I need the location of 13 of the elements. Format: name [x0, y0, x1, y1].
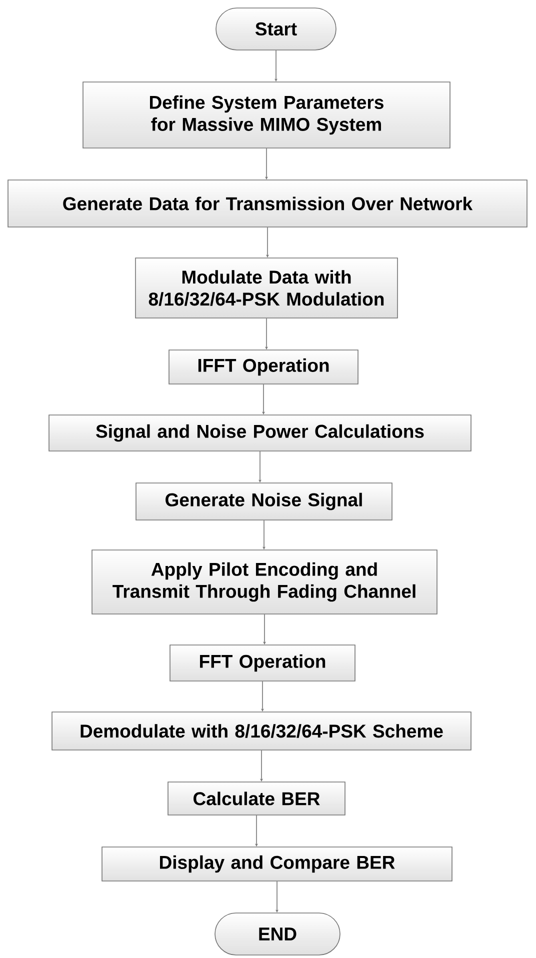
terminal-oval: END — [214, 912, 340, 956]
process-box: Generate Data for Transmission Over Network — [8, 180, 528, 228]
process-box: Display and Compare BER — [102, 846, 452, 882]
terminal-oval: Start — [216, 8, 336, 50]
process-box: Modulate Data with 8/16/32/64-PSK Modulation — [135, 258, 398, 318]
process-box: Calculate BER — [168, 782, 346, 816]
process-box: Signal and Noise Power Calculations — [48, 414, 472, 452]
process-box: Demodulate with 8/16/32/64-PSK Scheme — [52, 712, 472, 750]
process-box: FFT Operation — [170, 644, 356, 682]
process-box: Define System Parameters for Massive MIMO System — [82, 82, 450, 148]
process-box: Apply Pilot Encoding and Transmit Through Fading Channel — [92, 550, 438, 614]
process-box: Generate Noise Signal — [136, 482, 392, 520]
process-box: IFFT Operation — [168, 350, 358, 384]
